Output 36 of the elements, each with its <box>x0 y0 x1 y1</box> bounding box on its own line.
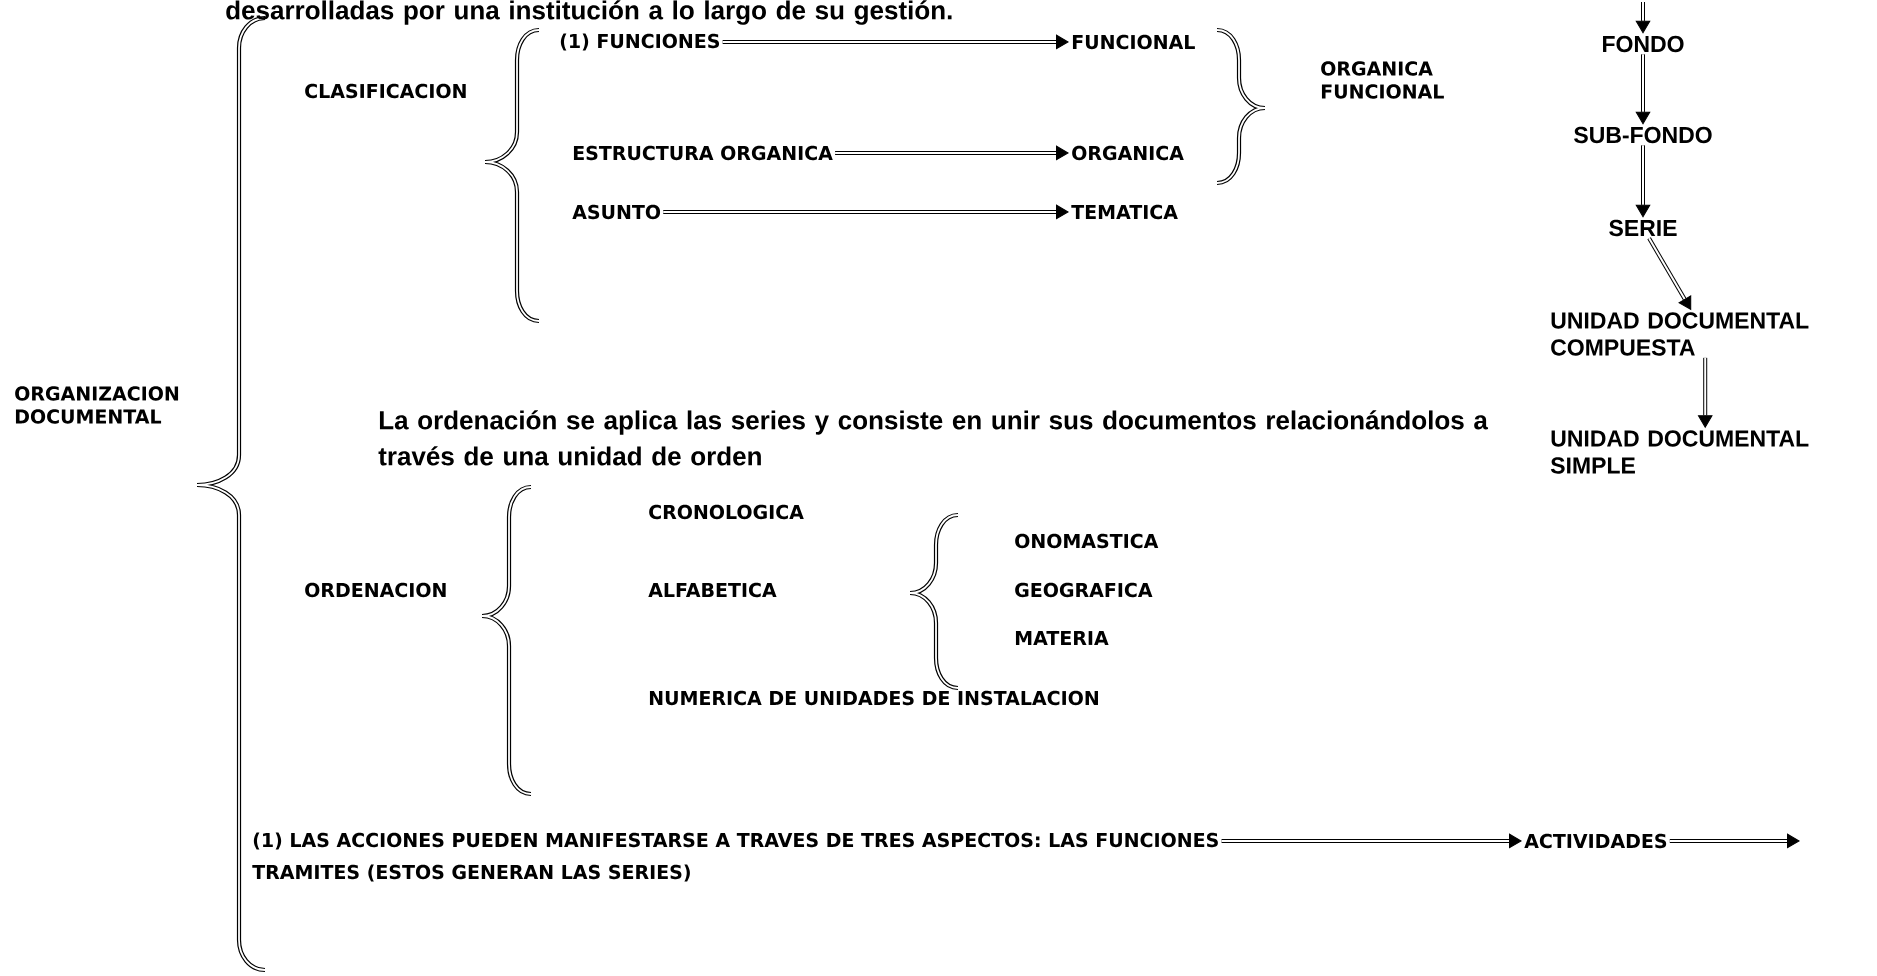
category-label: CRONOLOGICA <box>649 504 804 520</box>
category-label: TEMATICA <box>1071 204 1178 220</box>
category-label: FONDO <box>1603 35 1684 53</box>
category-label: ALFABETICA <box>648 582 777 598</box>
category-label: ORGANICA <box>1072 145 1184 161</box>
note-text: desarrolladas por una institución a lo largo de su gestión. <box>226 0 952 25</box>
arrow <box>1635 53 1651 125</box>
category-label: MATERIA <box>1015 631 1109 645</box>
arrow <box>662 204 1069 220</box>
category-label: ACTIVIDADES <box>1524 833 1667 849</box>
category-label: SERIE <box>1609 219 1677 237</box>
category-label: (1) FUNCIONES <box>560 33 720 51</box>
arrow <box>1668 833 1800 849</box>
category-label: CLASIFICACION <box>305 83 466 99</box>
arrow <box>1635 1 1651 34</box>
category-label: ORGANIZACION DOCUMENTAL <box>15 386 179 424</box>
category-label: UNIDAD DOCUMENTAL COMPUESTA <box>1551 312 1809 356</box>
arrow <box>1220 833 1522 849</box>
category-label: NUMERICA DE UNIDADES DE INSTALACION <box>649 690 1098 706</box>
category-label: ORDENACION <box>305 582 446 598</box>
arrow <box>834 145 1069 161</box>
category-label: (1) LAS ACCIONES PUEDEN MANIFESTARSE A TRAVES DE TRES ASPECTOS: LAS FUNCIONES <box>253 832 1218 850</box>
category-label: ASUNTO <box>572 204 661 220</box>
category-label: FUNCIONAL <box>1072 34 1195 50</box>
arrow <box>1697 356 1713 428</box>
arrow <box>721 34 1069 50</box>
note-text: La ordenación se aplica las series y consiste en unir sus documentos relacionándolos a través de una unidad de orden <box>378 410 1489 466</box>
category-label: UNIDAD DOCUMENTAL SIMPLE <box>1550 430 1809 474</box>
category-label: TRAMITES (ESTOS GENERAN LAS SERIES) <box>252 864 690 882</box>
category-label: SUB-FONDO <box>1574 126 1712 144</box>
category-label: ESTRUCTURA ORGANICA <box>573 145 833 161</box>
arrow <box>1635 144 1651 218</box>
category-label: ORGANICA FUNCIONAL <box>1321 61 1444 99</box>
category-label: ONOMASTICA <box>1015 533 1159 549</box>
category-label: GEOGRAFICA <box>1015 582 1153 598</box>
arrow <box>1647 237 1692 310</box>
